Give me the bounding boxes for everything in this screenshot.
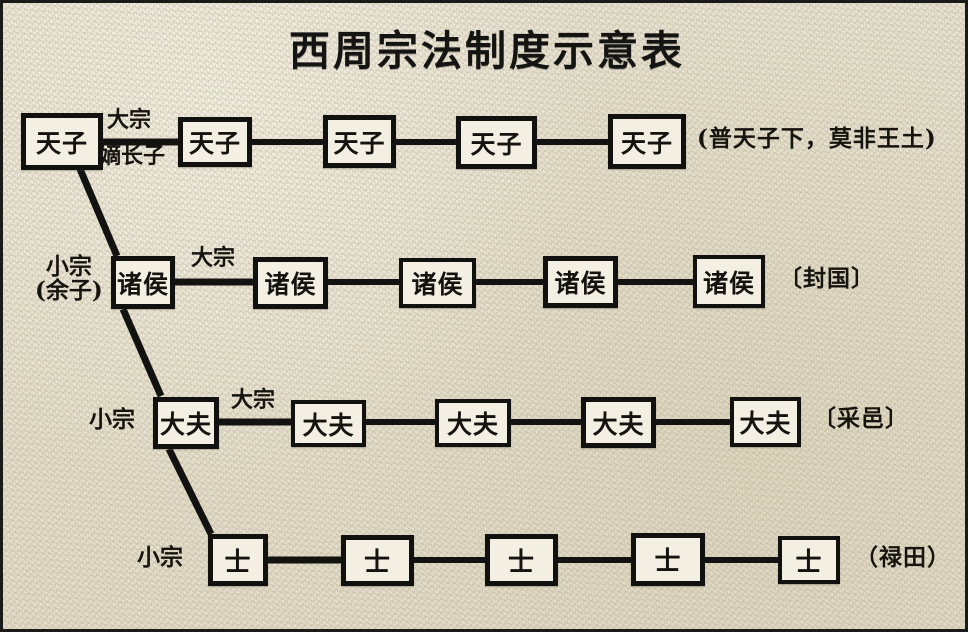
node-zhuhou-4[interactable]: 诸侯 (543, 256, 618, 308)
link-label-dazong-row2: 大宗 (191, 245, 236, 271)
row-note-zhuhou: 〔封国〕 (779, 265, 875, 292)
link-label-dizhangzi-row1-bottom: 嫡长子 (99, 143, 166, 169)
side-label-xiaozong-row4: 小宗 (137, 544, 183, 571)
node-shi-1[interactable]: 士 (208, 534, 268, 586)
row-note-shi: （禄田） (855, 544, 951, 571)
side-label-main: 小宗 (89, 406, 135, 433)
side-label-xiaozong-row2: 小宗 (余子) (35, 253, 103, 305)
node-dafu-2[interactable]: 大夫 (291, 400, 366, 447)
node-zhuhou-1[interactable]: 诸侯 (111, 256, 175, 309)
side-label-main: 小宗 (137, 544, 183, 571)
side-label-sub: (余子) (35, 277, 103, 305)
node-zhuhou-5[interactable]: 诸侯 (693, 255, 765, 308)
node-tianzi-3[interactable]: 天子 (323, 115, 396, 168)
page-title: 西周宗法制度示意表 (289, 27, 685, 75)
node-shi-2[interactable]: 士 (341, 535, 414, 586)
node-dafu-1[interactable]: 大夫 (153, 397, 219, 449)
node-zhuhou-2[interactable]: 诸侯 (253, 257, 328, 309)
node-dafu-4[interactable]: 大夫 (581, 397, 656, 448)
node-tianzi-1[interactable]: 天子 (21, 113, 103, 170)
link-label-dazong-row3: 大宗 (231, 387, 276, 413)
row-note-tianzi: (普天子下，莫非王土) (697, 125, 937, 152)
node-dafu-3[interactable]: 大夫 (435, 399, 511, 447)
node-tianzi-5[interactable]: 天子 (608, 114, 686, 169)
node-zhuhou-3[interactable]: 诸侯 (399, 258, 476, 308)
node-tianzi-2[interactable]: 天子 (178, 117, 252, 167)
side-label-main: 小宗 (45, 253, 92, 280)
link-label-dazong-row1-top: 大宗 (107, 107, 152, 133)
side-label-xiaozong-row3: 小宗 (89, 406, 135, 433)
node-shi-5[interactable]: 士 (778, 536, 840, 584)
node-dafu-5[interactable]: 大夫 (730, 397, 801, 447)
node-shi-3[interactable]: 士 (485, 534, 558, 586)
row-note-dafu: 〔采邑〕 (813, 405, 909, 432)
node-shi-4[interactable]: 士 (631, 533, 705, 586)
node-tianzi-4[interactable]: 天子 (456, 116, 537, 169)
